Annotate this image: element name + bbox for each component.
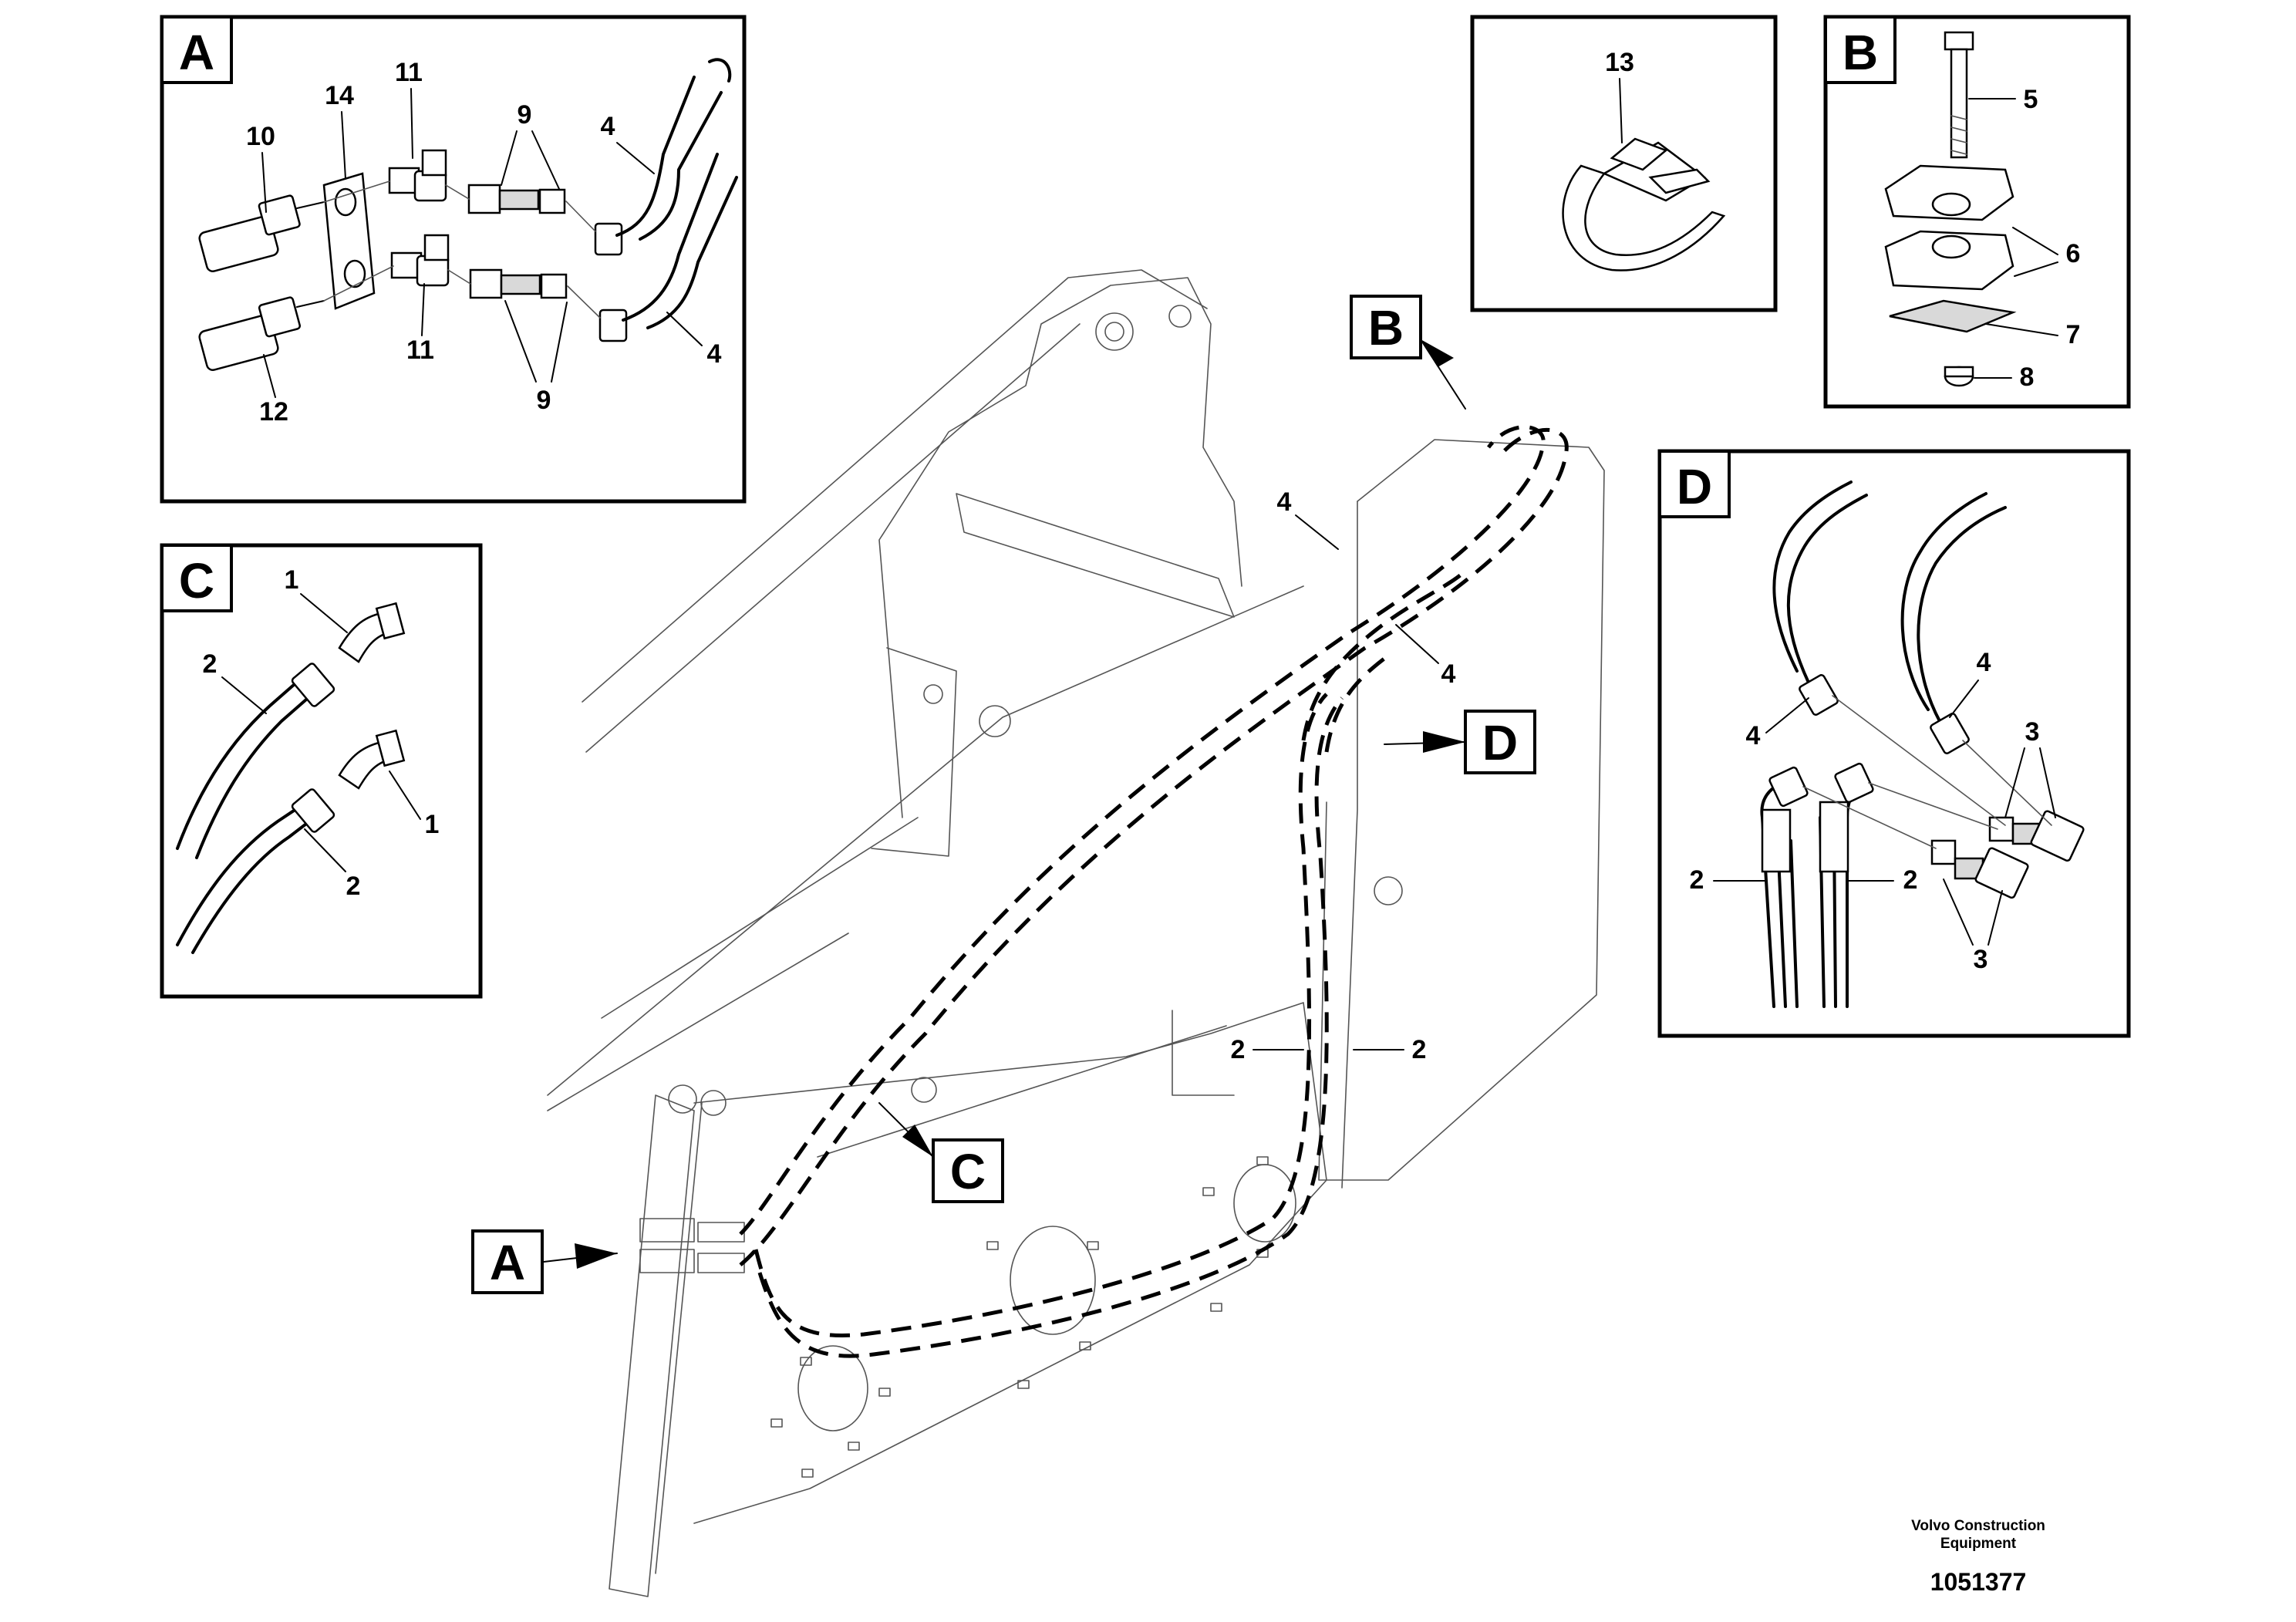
hose-clamp-13	[1562, 137, 1726, 271]
detail-d-label-4-right: 4	[1977, 648, 1991, 677]
drawing-number: 1051377	[1930, 1568, 2027, 1596]
leader-line	[410, 88, 413, 159]
main-label-4-upper: 4	[1277, 487, 1292, 517]
elbow-fitting-11-lower	[390, 234, 450, 287]
loader-frame-drawing	[547, 269, 1605, 1597]
detail-a-panel: A	[160, 15, 747, 504]
svg-text:B: B	[1368, 300, 1404, 356]
leader-line	[616, 142, 655, 174]
detail-b-label-6: 6	[2066, 239, 2081, 268]
detail-a-label-11-top: 11	[395, 58, 423, 87]
detail-d-label-4-left: 4	[1746, 721, 1761, 750]
detail-clamp-label-13: 13	[1605, 48, 1634, 77]
leader-line	[501, 130, 560, 190]
leader-line	[666, 312, 703, 346]
clamp-halves-6	[1884, 164, 2014, 291]
tag-b-callout[interactable]: B	[1350, 295, 1466, 410]
hose-end-4-upper	[594, 58, 732, 256]
svg-text:C: C	[950, 1144, 986, 1199]
detail-a-label-9-bottom: 9	[537, 386, 551, 415]
leader-line	[1395, 624, 1439, 664]
hose-2-left-d	[1760, 766, 1809, 1008]
detail-d-tag: D	[1677, 459, 1712, 514]
leader-line	[263, 354, 276, 398]
leader-line	[1985, 323, 2058, 336]
hose-2-upper	[176, 663, 335, 859]
detail-b-panel: B 5 6 7 8	[1823, 15, 2131, 409]
adapter-9-upper	[467, 184, 566, 214]
leader-line	[304, 828, 346, 872]
hose-4-right	[1900, 492, 2007, 754]
svg-text:A: A	[490, 1235, 525, 1290]
elbow-1-lower	[338, 729, 406, 790]
hose-2-lower	[176, 788, 335, 954]
leader-line	[421, 283, 425, 336]
detail-a-label-4-top: 4	[601, 112, 615, 141]
bracket-plate-14	[322, 172, 376, 310]
detail-clamp-panel: 13	[1470, 15, 1778, 312]
leader-line	[221, 676, 267, 714]
leader-line	[300, 593, 348, 633]
detail-d-label-3-bottom: 3	[1974, 945, 1988, 974]
tag-c-callout[interactable]: C	[878, 1102, 1004, 1203]
leader-line	[1765, 697, 1809, 733]
leader-line	[1949, 679, 1979, 718]
leader-line	[1619, 78, 1623, 143]
detail-d-panel: D	[1657, 449, 2131, 1038]
hose-4-left	[1772, 481, 1868, 716]
detail-b-label-5: 5	[2024, 85, 2038, 114]
detail-c-panel: C 1 2 1 2	[160, 543, 483, 999]
detail-a-label-4-bottom: 4	[707, 339, 722, 369]
leader-line	[261, 152, 267, 213]
detail-a-label-9-top: 9	[518, 100, 532, 130]
detail-b-label-8: 8	[2020, 363, 2035, 392]
main-label-2-left: 2	[1231, 1035, 1246, 1064]
detail-d-label-2-right: 2	[1903, 865, 1918, 895]
fittings-a-main	[639, 1218, 745, 1273]
leader-line	[389, 771, 421, 820]
detail-b-label-7: 7	[2066, 320, 2081, 349]
leader-line	[2004, 747, 2056, 818]
detail-c-label-2-bottom: 2	[346, 872, 361, 901]
plug-fitting-12	[198, 296, 325, 371]
bolt-5	[1944, 31, 1974, 159]
elbow-1-upper	[338, 602, 406, 663]
leader-line	[341, 111, 346, 180]
hose-end-4-lower	[598, 153, 738, 342]
adapters-3	[1930, 810, 2085, 899]
detail-a-label-11-bottom: 11	[406, 336, 434, 365]
plug-fitting-10	[198, 194, 325, 272]
svg-text:D: D	[1482, 715, 1518, 771]
leader-line	[504, 300, 568, 383]
leader-line	[1943, 878, 2003, 946]
detail-a-label-14: 14	[325, 81, 354, 110]
hose-2-right-d	[1819, 762, 1874, 1008]
detail-a-label-12: 12	[259, 397, 288, 427]
tag-d-callout[interactable]: D	[1384, 710, 1536, 774]
leader-line	[2012, 227, 2058, 277]
detail-c-label-1-top: 1	[285, 565, 299, 595]
main-label-4-right: 4	[1441, 659, 1456, 689]
detail-a-label-10: 10	[246, 122, 275, 151]
brand-line-1: Volvo Construction	[1911, 1518, 2045, 1534]
tag-a-callout[interactable]: A	[471, 1229, 618, 1294]
elbow-fitting-11-upper	[388, 149, 447, 202]
main-label-2-right: 2	[1412, 1035, 1427, 1064]
detail-d-label-2-left: 2	[1690, 865, 1704, 895]
detail-c-tag: C	[179, 553, 214, 609]
nut-8	[1944, 366, 1974, 387]
adapter-9-lower	[469, 268, 568, 299]
detail-c-label-2-top: 2	[203, 649, 217, 679]
leader-line	[1295, 514, 1339, 550]
bolt-studs	[770, 1156, 1269, 1478]
detail-b-tag: B	[1843, 25, 1878, 80]
detail-a-tag: A	[179, 25, 214, 80]
detail-d-label-3-top: 3	[2025, 717, 2040, 747]
brand-line-2: Equipment	[1940, 1536, 2017, 1552]
plate-7	[1889, 299, 2017, 333]
footer-block: Volvo Construction Equipment 1051377	[1911, 1518, 2045, 1596]
hose-routing-dashed	[739, 425, 1569, 1358]
detail-c-label-1-bottom: 1	[425, 810, 440, 839]
